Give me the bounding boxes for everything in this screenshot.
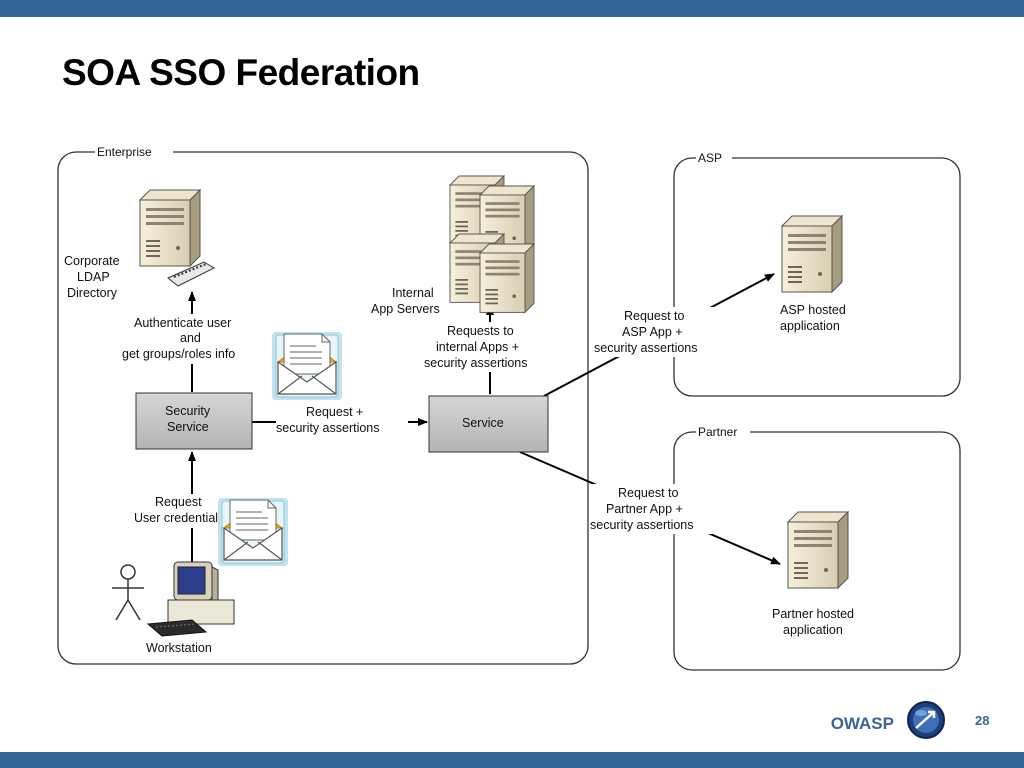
page-number: 28 — [975, 713, 990, 728]
svg-text:Request to: Request to — [624, 309, 685, 323]
enterprise-group: Enterprise — [57, 144, 589, 665]
asp-label: ASP — [698, 151, 722, 165]
partner-app-label-2: application — [783, 623, 843, 637]
asp-request-edge-label: Request to ASP App + security assertions — [592, 307, 728, 357]
service-node: Service — [428, 395, 549, 453]
svg-text:Authenticate user: Authenticate user — [134, 316, 231, 330]
envelope-icon — [217, 497, 289, 567]
server-icon — [787, 511, 849, 589]
user-figure-icon — [112, 564, 144, 621]
svg-text:security assertions: security assertions — [424, 356, 528, 370]
security-service-node: Security Service — [135, 392, 253, 450]
security-service-label-2: Service — [167, 420, 209, 434]
credentials-edge-label: Request User credentials — [130, 494, 226, 528]
svg-text:Partner App +: Partner App + — [606, 502, 683, 516]
app-servers-label-2: App Servers — [371, 302, 440, 316]
svg-text:and: and — [180, 331, 201, 345]
svg-text:internal Apps +: internal Apps + — [436, 340, 519, 354]
svg-text:security assertions: security assertions — [594, 341, 698, 355]
owasp-logo — [907, 701, 945, 739]
slide-title: SOA SSO Federation — [62, 52, 420, 93]
svg-text:security assertions: security assertions — [276, 421, 380, 435]
svg-text:security assertions: security assertions — [590, 518, 694, 532]
server-icon — [479, 243, 535, 313]
workstation-node: Workstation — [112, 561, 235, 655]
owasp-brand: OWASP — [830, 714, 894, 733]
keyboard-icon — [167, 261, 216, 287]
security-service-label-1: Security — [165, 404, 211, 418]
asp-group: ASP — [673, 150, 961, 397]
top-bar — [0, 0, 1024, 17]
svg-text:User credentials: User credentials — [134, 511, 224, 525]
partner-app-node: Partner hosted application — [772, 511, 854, 637]
service-label: Service — [462, 416, 504, 430]
svg-text:Request: Request — [155, 495, 202, 509]
internal-request-edge-label: Requests to internal Apps + security ass… — [422, 322, 556, 372]
app-servers-node: Internal App Servers — [371, 175, 535, 316]
server-icon — [139, 189, 201, 267]
svg-text:ASP App +: ASP App + — [622, 325, 683, 339]
server-icon — [781, 215, 843, 293]
asp-app-label-2: application — [780, 319, 840, 333]
envelope-icon — [271, 331, 343, 401]
asp-app-node: ASP hosted application — [780, 215, 846, 333]
ldap-label-3: Directory — [67, 286, 118, 300]
app-servers-label-1: Internal — [392, 286, 434, 300]
ldap-label-2: LDAP — [77, 270, 110, 284]
enterprise-label: Enterprise — [97, 145, 152, 159]
partner-label: Partner — [698, 425, 737, 439]
asp-app-label-1: ASP hosted — [780, 303, 846, 317]
svg-text:Requests to: Requests to — [447, 324, 514, 338]
svg-text:get groups/roles info: get groups/roles info — [122, 347, 235, 361]
partner-request-edge-label: Request to Partner App + security assert… — [590, 484, 724, 534]
request-edge-label: Request + security assertions — [276, 404, 408, 436]
bottom-bar — [0, 752, 1024, 768]
partner-group: Partner — [673, 424, 961, 671]
workstation-label: Workstation — [146, 641, 212, 655]
computer-icon — [146, 561, 235, 637]
ldap-server-node: Corporate LDAP Directory — [64, 189, 216, 300]
svg-text:Request +: Request + — [306, 405, 363, 419]
partner-app-label-1: Partner hosted — [772, 607, 854, 621]
authenticate-edge-label: Authenticate user and get groups/roles i… — [122, 314, 270, 364]
svg-text:Request to: Request to — [618, 486, 679, 500]
ldap-label-1: Corporate — [64, 254, 120, 268]
